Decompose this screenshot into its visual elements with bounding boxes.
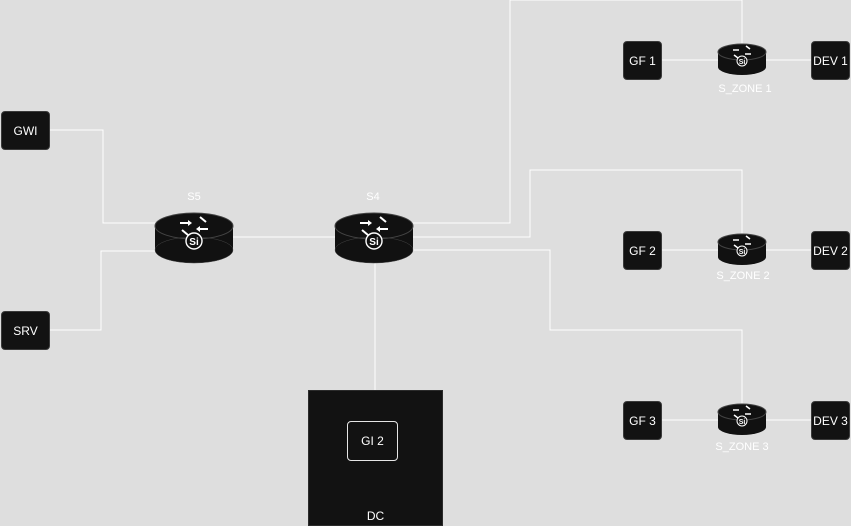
dc-container[interactable]: GI 2 DC	[308, 390, 443, 526]
node-gf1[interactable]: GF 1	[623, 41, 662, 80]
link-s4-zone3	[412, 249, 743, 405]
router-s4-icon[interactable]	[334, 212, 414, 264]
router-s5-label: S5	[187, 191, 201, 203]
router-zone3-icon[interactable]	[717, 403, 767, 436]
node-dev2[interactable]: DEV 2	[811, 231, 850, 270]
node-srv[interactable]: SRV	[1, 311, 50, 350]
router-zone3-label: S_ZONE 3	[715, 441, 769, 453]
node-gf2[interactable]: GF 2	[623, 231, 662, 270]
link-gwi-s5	[49, 129, 156, 224]
dc-label: DC	[366, 509, 385, 523]
node-dev1[interactable]: DEV 1	[811, 41, 850, 80]
router-s4-label: S4	[366, 191, 380, 203]
node-gwi[interactable]: GWI	[1, 111, 50, 150]
node-dev3[interactable]: DEV 3	[811, 401, 850, 440]
node-gi2[interactable]: GI 2	[347, 421, 398, 461]
router-zone1-icon[interactable]	[717, 43, 767, 76]
link-s4-zone1	[412, 0, 743, 224]
router-s5-icon[interactable]	[154, 212, 234, 264]
link-s4-zone2	[412, 169, 743, 238]
link-srv-s5	[49, 250, 156, 331]
router-zone1-label: S_ZONE 1	[718, 83, 772, 95]
node-gf3[interactable]: GF 3	[623, 401, 662, 440]
router-zone2-icon[interactable]	[717, 233, 767, 266]
router-zone2-label: S_ZONE 2	[716, 270, 770, 282]
